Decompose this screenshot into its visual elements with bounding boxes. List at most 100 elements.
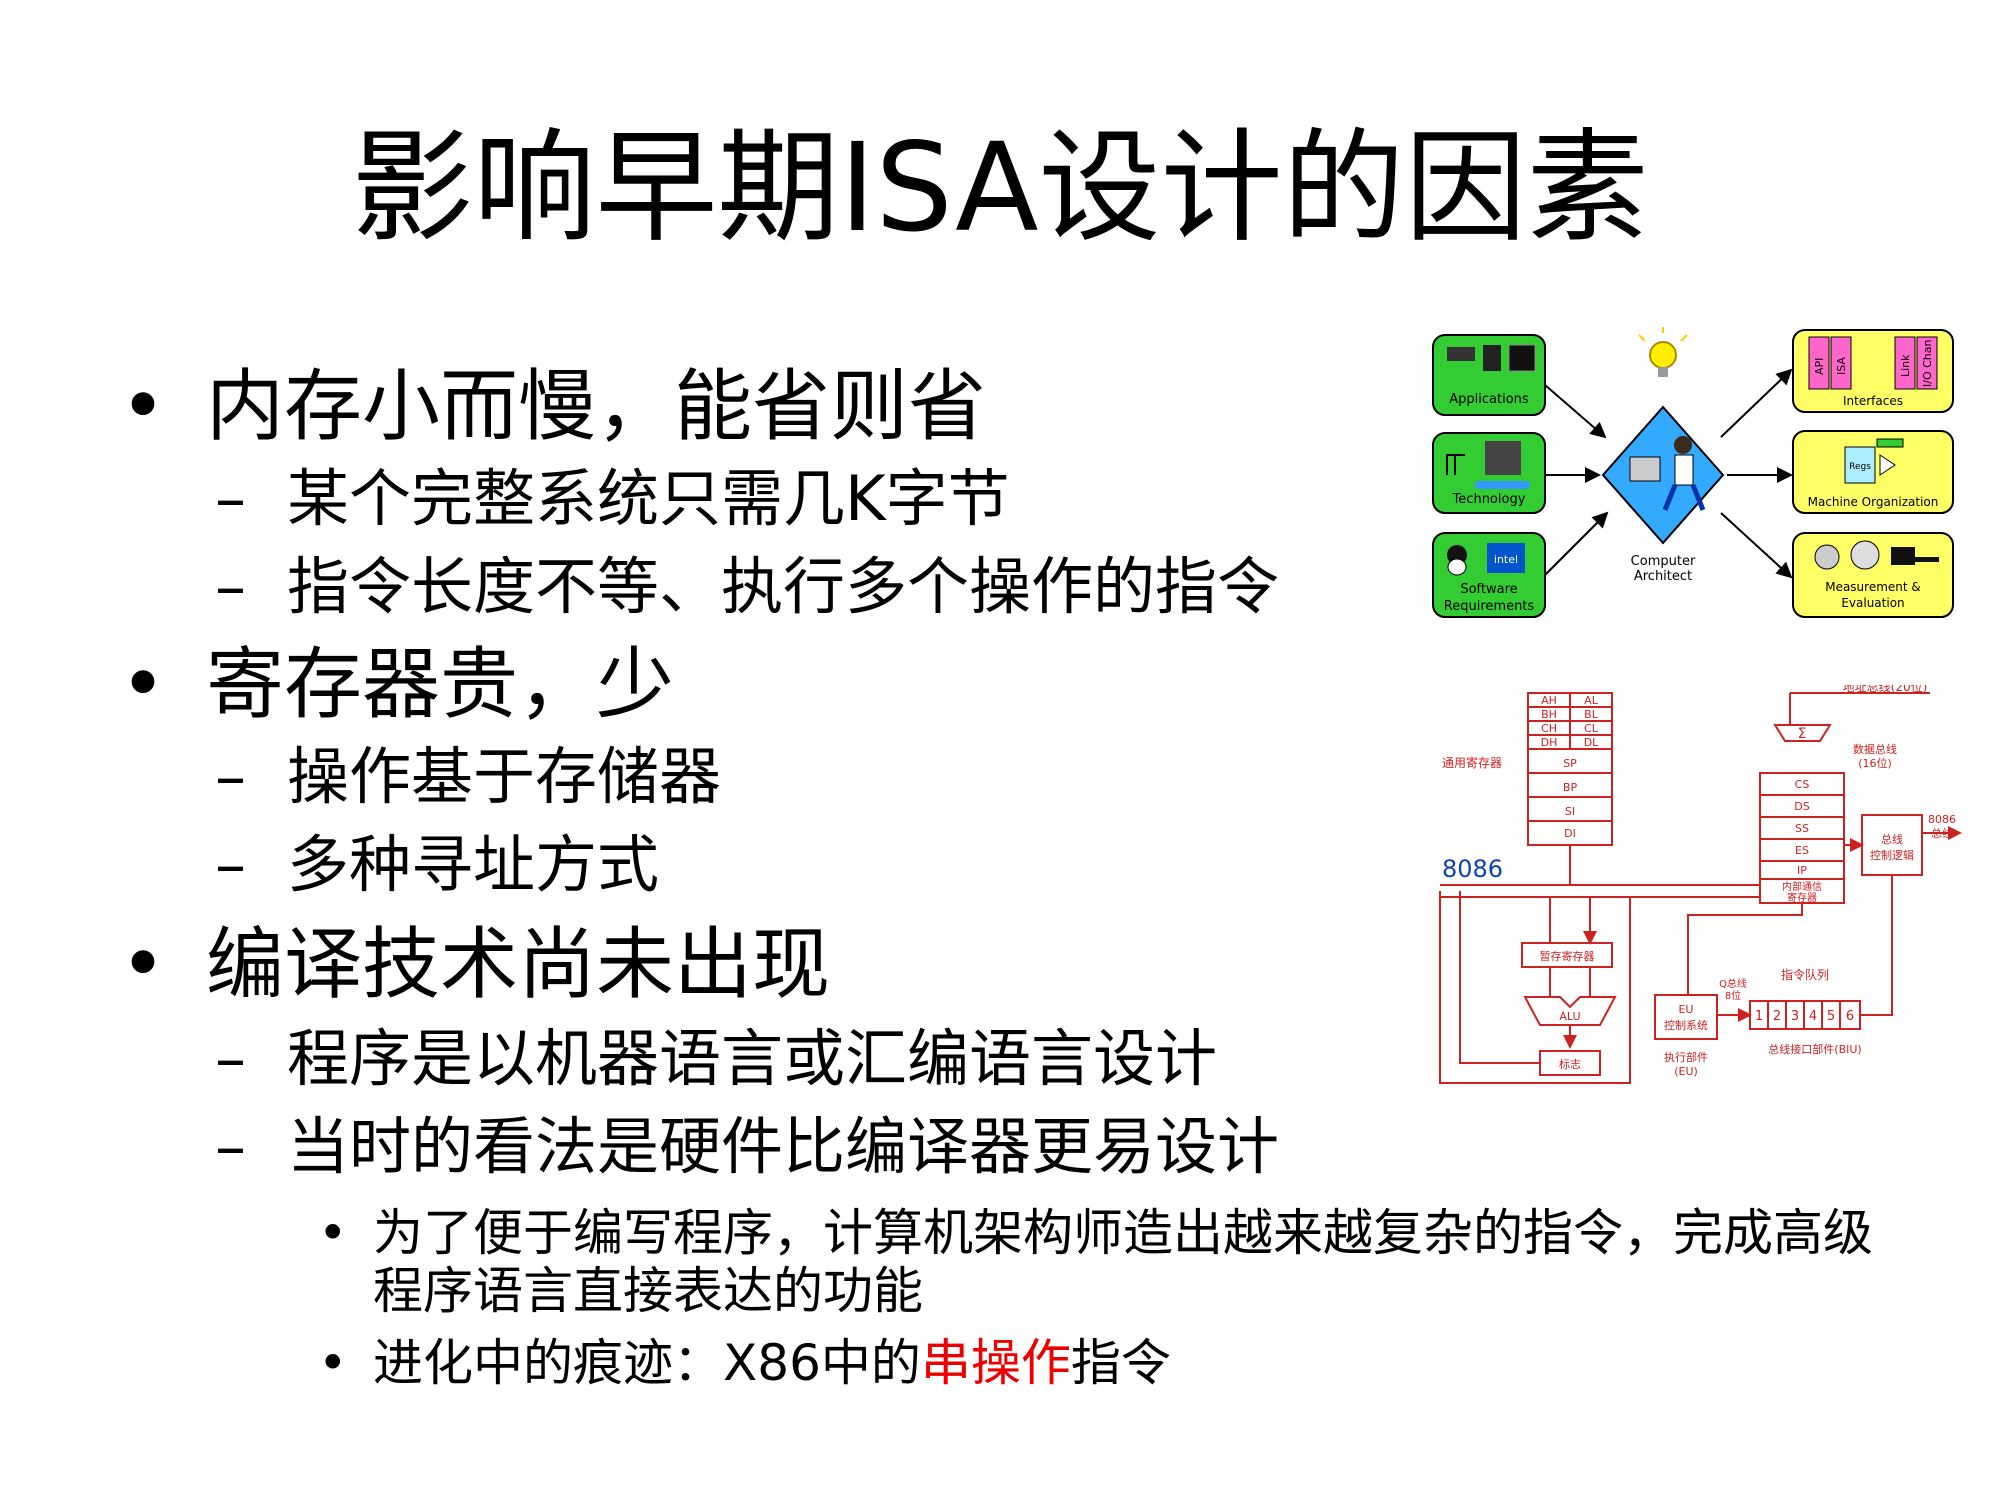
dash-mark: – <box>215 740 246 813</box>
sub-bullet-text: 当时的看法是硬件比编译器更易设计 <box>287 1110 1280 1183</box>
bus-control-label-1: 总线 <box>1881 832 1903 846</box>
dash-mark: – <box>215 828 246 901</box>
sub-bullet-text: 指令长度不等、执行多个操作的指令 <box>287 550 1280 623</box>
address-bus-label: 地址总线(20位) <box>1843 685 1928 694</box>
reg-bl: BL <box>1584 708 1599 721</box>
intel-logo-label: intel <box>1494 553 1518 566</box>
sigma-symbol: Σ <box>1798 726 1807 742</box>
alu-label: ALU <box>1559 1010 1580 1023</box>
sub-bullet-text: 某个完整系统只需几K字节 <box>287 462 1010 535</box>
temp-register-label: 暂存寄存器 <box>1540 949 1595 963</box>
q-bus-label-2: 8位 <box>1725 989 1741 1002</box>
eu-label-2: (EU) <box>1674 1065 1698 1078</box>
highlight-text: 串操作 <box>920 1334 1071 1392</box>
bullet-memory: • 内存小而慢，能省则省 <box>120 362 986 452</box>
bullet-text: 寄存器贵，少 <box>206 640 675 730</box>
sub-sub-bullet: • 为了便于编写程序，计算机架构师造出越来越复杂的指令，完成高级程序语言直接表达… <box>318 1204 1918 1320</box>
machine-organization-label: Machine Organization <box>1808 495 1939 509</box>
software-label: Software <box>1460 582 1517 597</box>
sub-bullet: –指令长度不等、执行多个操作的指令 <box>215 550 1279 624</box>
reg-ah: AH <box>1541 694 1557 707</box>
sub-bullet-text: 多种寻址方式 <box>287 828 660 901</box>
reg-ds: DS <box>1794 800 1809 813</box>
io-chan-label: I/O Chan <box>1921 340 1934 387</box>
reg-ss: SS <box>1795 822 1809 835</box>
internal-reg-label-2: 寄存器 <box>1787 891 1817 904</box>
bullet-mark: • <box>120 362 167 452</box>
data-bus-label-2: (16位) <box>1858 756 1892 770</box>
api-label: API <box>1813 358 1826 375</box>
bus-control-label-2: 控制逻辑 <box>1870 848 1914 862</box>
biu-label: 总线接口部件(BIU) <box>1768 1042 1861 1056</box>
eu-control-label-2: 控制系统 <box>1664 1018 1708 1032</box>
queue-slot: 3 <box>1791 1009 1799 1024</box>
applications-label: Applications <box>1449 392 1529 407</box>
queue-slot: 4 <box>1809 1009 1817 1024</box>
external-bus-label-1: 8086 <box>1928 813 1956 826</box>
flags-label: 标志 <box>1559 1057 1581 1071</box>
queue-title: 指令队列 <box>1781 967 1829 982</box>
isa-label: ISA <box>1835 357 1848 375</box>
slide-title: 影响早期ISA设计的因素 <box>351 117 1649 259</box>
architect-label-1: Computer <box>1631 554 1696 569</box>
sub-bullet: –程序是以机器语言或汇编语言设计 <box>215 1022 1217 1096</box>
external-bus-label-2: 总线 <box>1931 826 1953 840</box>
bullet-mark: • <box>120 920 167 1010</box>
bullet-text: 编译技术尚未出现 <box>206 920 831 1010</box>
queue-slot: 6 <box>1846 1009 1854 1024</box>
sub-sub-bullet-text: 进化中的痕迹：X86中的串操作指令 <box>373 1334 1918 1392</box>
reg-cl: CL <box>1584 722 1599 735</box>
regs-label: Regs <box>1849 462 1871 472</box>
requirements-label: Requirements <box>1444 599 1535 614</box>
reg-cs: CS <box>1795 778 1810 791</box>
bullet-mark: • <box>318 1204 348 1262</box>
bullet-mark: • <box>318 1334 348 1392</box>
reg-si: SI <box>1565 805 1575 818</box>
text-suffix: 指令 <box>1070 1334 1171 1392</box>
reg-al: AL <box>1584 694 1599 707</box>
cpu-8086-diagram: AH AL BH BL CH CL DH DL SP BP SI DI CS D… <box>1439 685 1962 1084</box>
gp-register-label: 通用寄存器 <box>1442 755 1502 770</box>
bullet-registers: • 寄存器贵，少 <box>120 640 674 730</box>
eu-label-1: 执行部件 <box>1664 1050 1708 1064</box>
link-label: Link <box>1899 354 1912 377</box>
text-prefix: 进化中的痕迹：X86中的 <box>373 1334 921 1392</box>
reg-bh: BH <box>1541 708 1557 721</box>
measurement-label: Measurement & <box>1825 580 1921 594</box>
sub-bullet: –当时的看法是硬件比编译器更易设计 <box>215 1110 1279 1184</box>
sub-bullet: –某个完整系统只需几K字节 <box>215 462 1010 536</box>
applications-box: Applications <box>1432 334 1546 416</box>
dash-mark: – <box>215 1022 246 1095</box>
dash-mark: – <box>215 550 246 623</box>
machine-organization-box: Regs Machine Organization <box>1792 430 1954 514</box>
interfaces-box: API ISA Link I/O Chan Interfaces <box>1792 329 1954 413</box>
bullet-text: 内存小而慢，能省则省 <box>206 362 987 452</box>
interfaces-label: Interfaces <box>1843 394 1903 408</box>
architect-label-2: Architect <box>1634 569 1692 584</box>
eu-control-label-1: EU <box>1678 1003 1693 1016</box>
bullet-compiler: • 编译技术尚未出现 <box>120 920 830 1010</box>
queue-slot: 1 <box>1755 1009 1763 1024</box>
sub-sub-bullet: • 进化中的痕迹：X86中的串操作指令 <box>318 1334 1918 1392</box>
reg-dh: DH <box>1541 736 1558 749</box>
dash-mark: – <box>215 462 246 535</box>
cpu-title: 8086 <box>1442 855 1503 883</box>
computer-architect-diagram: Applications Technology intel Software R… <box>1432 327 1954 618</box>
reg-es: ES <box>1795 844 1809 857</box>
q-bus-label-1: Q总线 <box>1719 977 1747 990</box>
sub-bullet: –多种寻址方式 <box>215 828 659 902</box>
technology-box: Technology <box>1432 432 1546 514</box>
sub-bullet-text: 程序是以机器语言或汇编语言设计 <box>287 1022 1218 1095</box>
reg-sp: SP <box>1563 757 1577 770</box>
sub-bullet-text: 操作基于存储器 <box>287 740 722 813</box>
measurement-evaluation-box: Measurement & Evaluation <box>1792 532 1954 618</box>
internal-reg-label-1: 内部通信 <box>1782 880 1822 893</box>
reg-ch: CH <box>1541 722 1557 735</box>
bullet-mark: • <box>120 640 167 730</box>
queue-slot: 2 <box>1773 1009 1781 1024</box>
software-requirements-box: intel Software Requirements <box>1432 532 1546 618</box>
queue-slot: 5 <box>1827 1009 1835 1024</box>
evaluation-label: Evaluation <box>1841 596 1904 610</box>
reg-bp: BP <box>1563 781 1578 794</box>
technology-label: Technology <box>1452 492 1526 507</box>
